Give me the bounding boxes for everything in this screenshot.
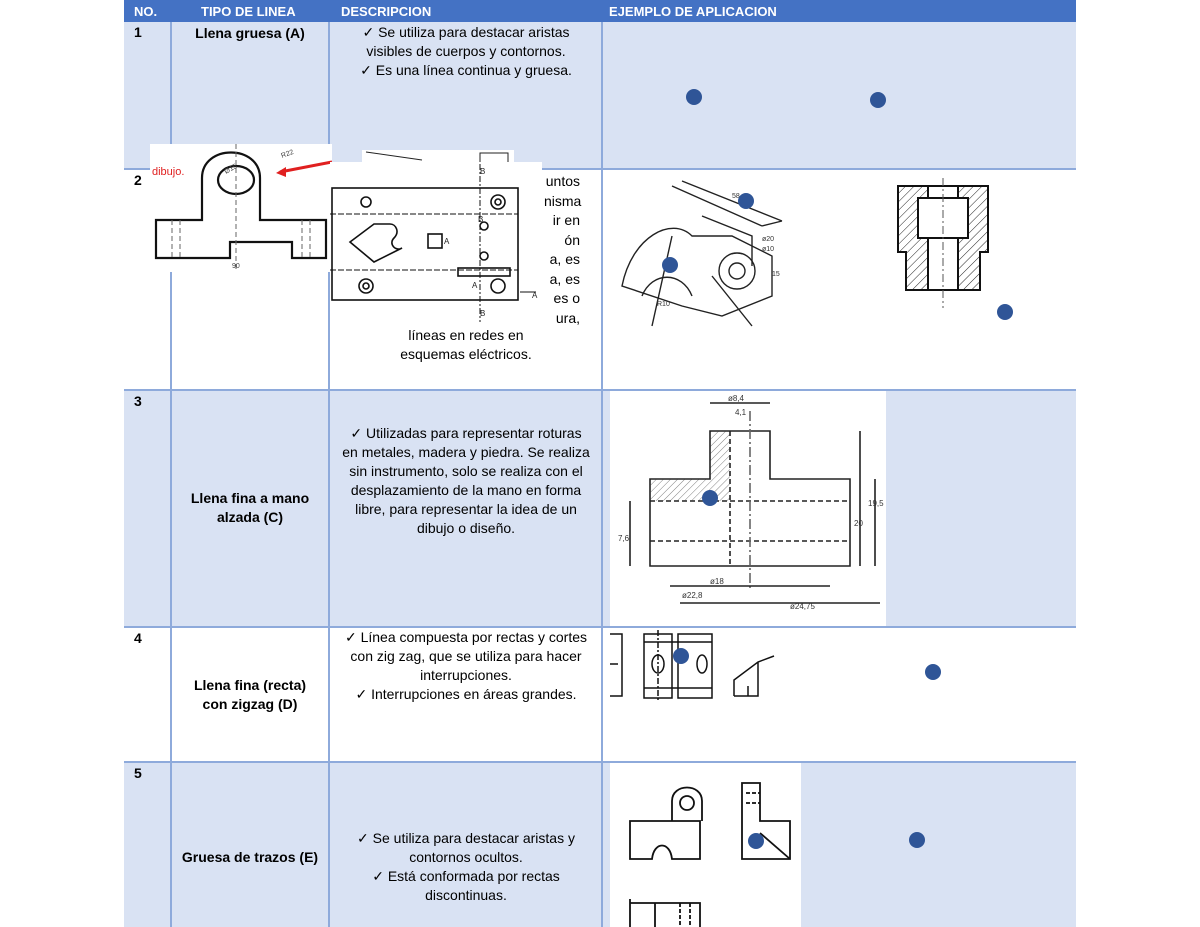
- row-number: 5: [134, 765, 142, 781]
- row-number: 2: [134, 172, 142, 188]
- svg-text:R22: R22: [280, 149, 295, 160]
- svg-text:ø22,8: ø22,8: [682, 591, 703, 600]
- line-type-label: Llena fina a mano alzada (C): [190, 490, 310, 525]
- overlay-plate-drawing: B B A A B A: [330, 162, 542, 324]
- svg-text:20: 20: [854, 519, 863, 528]
- line-description: líneas en redes en esquemas eléctricos.: [400, 327, 532, 362]
- marker-dot: [997, 304, 1013, 320]
- svg-text:A: A: [472, 281, 478, 290]
- line-type-label: Llena fina (recta) con zigzag (D): [193, 677, 307, 712]
- svg-text:4,1: 4,1: [735, 408, 747, 417]
- marker-dot: [909, 832, 925, 848]
- svg-text:B: B: [480, 309, 485, 318]
- red-annotation-label: dibujo.: [152, 166, 185, 178]
- svg-text:B: B: [480, 167, 485, 176]
- table-header: NO. TIPO DE LINEA DESCRIPCION EJEMPLO DE…: [124, 0, 1076, 22]
- svg-text:ø24,75: ø24,75: [790, 602, 815, 611]
- table-row-5: 5 Gruesa de trazos (E) ✓ Se utiliza para…: [124, 763, 1076, 927]
- svg-text:A: A: [444, 237, 450, 246]
- svg-text:58: 58: [732, 193, 740, 200]
- svg-text:ø10: ø10: [762, 246, 774, 253]
- marker-dot: [673, 648, 689, 664]
- example-section-drawing: [888, 178, 998, 324]
- svg-text:ø18: ø18: [710, 577, 724, 586]
- overlay-strip: [362, 150, 514, 164]
- partial-description: untos nisma ir en ón a, es a, es es o ur…: [544, 173, 582, 326]
- line-description: ✓ Se utiliza para destacar aristas visib…: [360, 24, 572, 78]
- line-description: ✓ Se utiliza para destacar aristas y con…: [357, 830, 575, 903]
- marker-dot: [662, 257, 678, 273]
- table-row-4: 4 Llena fina (recta) con zigzag (D) ✓ Lí…: [124, 628, 1076, 761]
- header-descripcion: DESCRIPCION: [341, 4, 432, 19]
- marker-dot: [738, 193, 754, 209]
- svg-text:ø8,4: ø8,4: [728, 394, 745, 403]
- line-type-label: Llena gruesa (A): [195, 25, 305, 41]
- svg-text:A: A: [532, 291, 538, 300]
- svg-text:7,6: 7,6: [618, 534, 630, 543]
- line-types-table: NO. TIPO DE LINEA DESCRIPCION EJEMPLO DE…: [124, 0, 1076, 927]
- row-number: 1: [134, 24, 142, 40]
- row-number: 3: [134, 393, 142, 409]
- line-type-label: Gruesa de trazos (E): [181, 849, 319, 865]
- svg-text:15: 15: [772, 271, 780, 278]
- svg-text:19,5: 19,5: [868, 499, 884, 508]
- table-row-3: 3 Llena fina a mano alzada (C) ✓ Utiliza…: [124, 391, 1076, 626]
- example-hidden-lines-drawing: [610, 763, 801, 927]
- marker-dot: [748, 833, 764, 849]
- svg-text:90: 90: [232, 263, 240, 270]
- header-ejemplo: EJEMPLO DE APLICACION: [609, 4, 777, 19]
- svg-text:B: B: [478, 215, 483, 224]
- line-description: ✓ Línea compuesta por rectas y cortes co…: [344, 629, 588, 702]
- marker-dot: [702, 490, 718, 506]
- example-zigzag-drawing: [608, 630, 778, 702]
- marker-dot: [686, 89, 702, 105]
- overlay-part-drawing: R22 Ø15 90 dibujo.: [150, 144, 332, 272]
- example-freehand-drawing: ø8,4 4,1 ø18 ø22,8 ø24,75 20 19,5 7,6: [610, 391, 886, 626]
- marker-dot: [925, 664, 941, 680]
- svg-text:R10: R10: [657, 301, 670, 308]
- row-number: 4: [134, 630, 142, 646]
- line-description: ✓ Utilizadas para representar roturas en…: [342, 425, 590, 536]
- header-tipo: TIPO DE LINEA: [201, 4, 296, 19]
- header-no: NO.: [134, 4, 158, 19]
- marker-dot: [870, 92, 886, 108]
- svg-text:ø20: ø20: [762, 236, 774, 243]
